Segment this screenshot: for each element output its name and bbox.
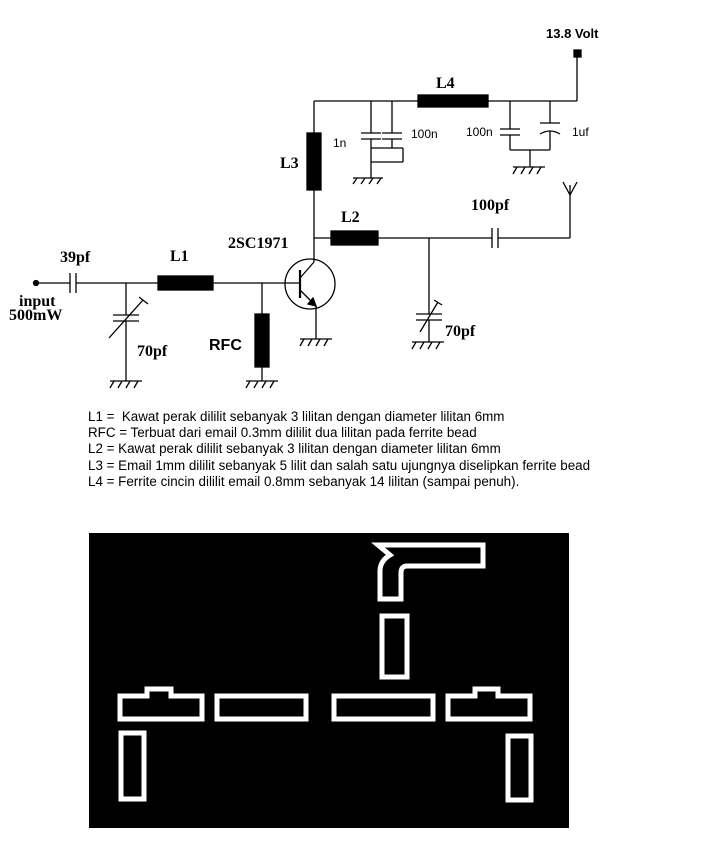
input-power-label: 500mW [9, 307, 62, 324]
pcb-pad-input [117, 686, 205, 722]
note-l1: L1 = Kawat perak dililit sebanyak 3 lili… [88, 409, 505, 424]
pcb-pad-l1 [214, 693, 309, 722]
l3-inductor [306, 132, 322, 191]
l1-label: L1 [170, 248, 189, 265]
decoupling-capacitors-left [352, 101, 404, 185]
l4-inductor [417, 94, 489, 108]
note-rfc: RFC = Terbuat dari email 0.3mm dililit d… [88, 425, 477, 441]
c-1uf-label: 1uf [572, 125, 589, 139]
component-notes: L1 = Kawat perak dililit sebanyak 3 lili… [88, 409, 590, 490]
c-1n-label: 1n [333, 136, 346, 150]
note-l2: L2 = Kawat perak dililit sebanyak 3 lili… [88, 441, 501, 457]
trimmer-out-label: 70pf [445, 323, 476, 340]
trimmer-in-label: 70pf [137, 343, 168, 360]
note-l4: L4 = Ferrite cincin dililit email 0.8mm … [88, 473, 520, 489]
rfc-inductor [254, 313, 270, 368]
supply-terminal [573, 49, 582, 101]
pcb-pad-ground-right [505, 733, 534, 803]
pcb-pad-ground-left [118, 730, 147, 802]
l1-inductor [157, 275, 214, 291]
l4-label: L4 [436, 75, 455, 92]
amplifier-schematic: 13.8 Volt L4 1n 100n [9, 26, 599, 389]
l2-label: L2 [341, 209, 360, 226]
pcb-pad-output [445, 686, 533, 722]
rfc-label: RFC [209, 337, 242, 354]
input-label: input [19, 293, 56, 310]
c-output-label: 100pf [471, 197, 510, 214]
input-trimmer-capacitor [108, 283, 149, 389]
l3-label: L3 [280, 155, 299, 172]
transistor-label: 2SC1971 [228, 235, 288, 252]
pcb-pad-supply [371, 542, 486, 602]
pcb-layout [89, 533, 569, 828]
c-input-label: 39pf [60, 249, 91, 266]
c-100n-label-b: 100n [466, 125, 493, 139]
note-l3: L3 = Email 1mm dililit sebanyak 5 lilit … [88, 457, 591, 473]
c-100n-label-a: 100n [411, 127, 438, 141]
transistor-symbol [284, 258, 336, 347]
pcb-pad-collector [331, 693, 436, 722]
supply-voltage-label: 13.8 Volt [546, 26, 599, 41]
pcb-board [89, 533, 569, 828]
pcb-pad-l3 [379, 613, 410, 680]
output-trimmer-capacitor [411, 238, 444, 350]
antenna-icon [562, 181, 578, 238]
decoupling-capacitors-right [500, 101, 561, 175]
l2-inductor [330, 230, 379, 246]
